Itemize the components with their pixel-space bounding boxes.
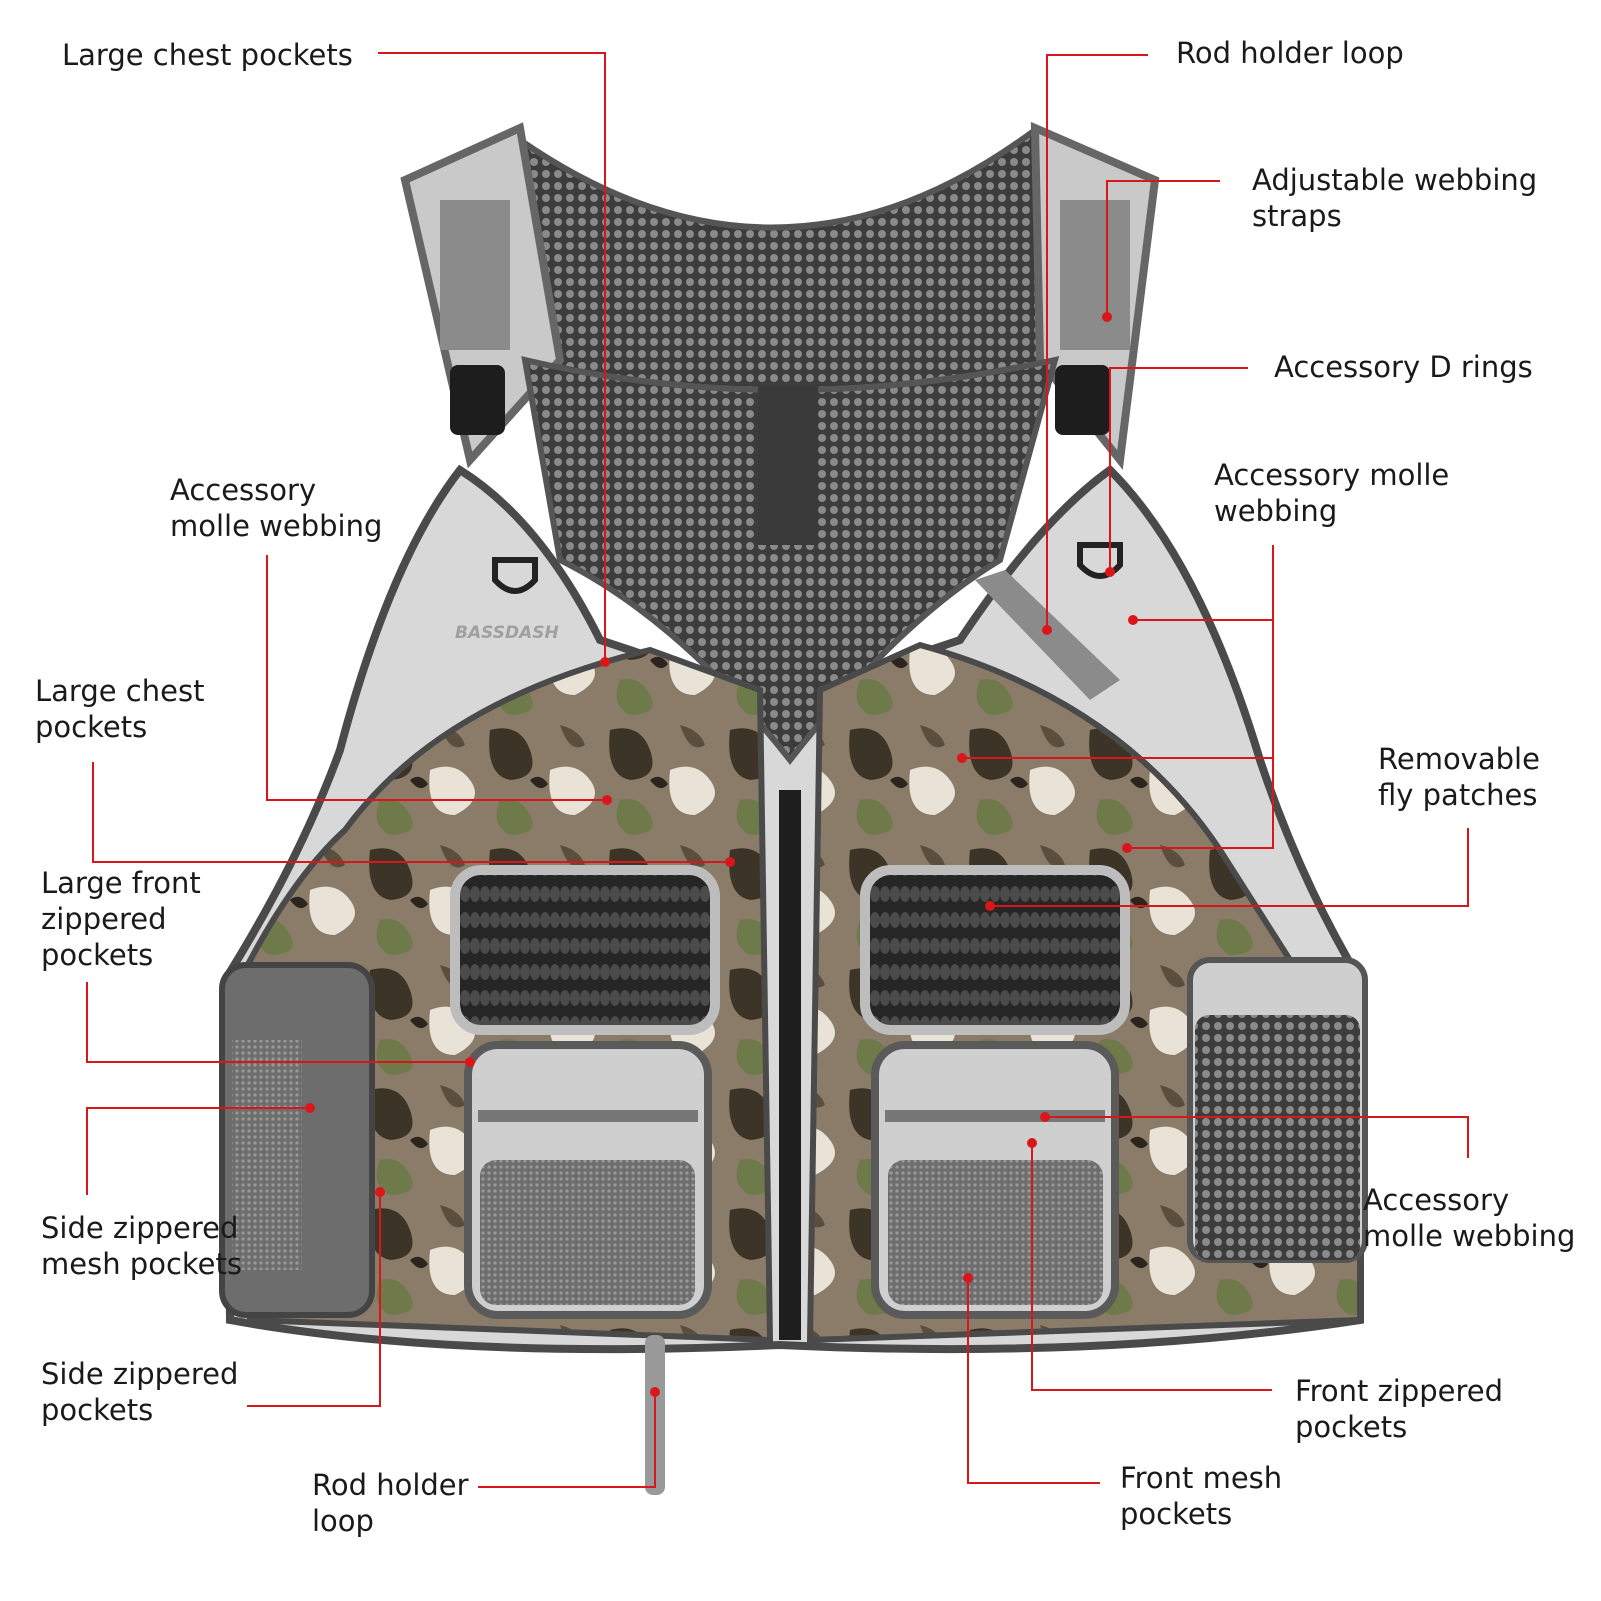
leader-rod-holder-top [1046,54,1148,630]
leader-side-zippered [247,1192,381,1407]
callout-text: molle webbing [1363,1219,1576,1253]
leader-lines [86,52,1469,1488]
callout-text: Removable [1378,742,1540,776]
callout-text: Side zippered [41,1357,239,1391]
leader-front-zippered-large [86,982,470,1063]
leader-webbing-straps [1106,180,1220,317]
right-strap-webbing [1060,200,1130,350]
left-fly-patch [450,865,720,1035]
callout-text: webbing [1214,494,1338,528]
leader-large-chest-top [378,52,606,662]
leader-molle-left [266,555,607,801]
callout-text: Large chest pockets [62,38,353,72]
callout-text: mesh pockets [41,1247,242,1281]
callout-accessory-d-rings: Accessory D rings [1274,349,1533,385]
right-pocket-molle [885,1110,1105,1122]
callout-text: Accessory [1363,1183,1510,1217]
callout-text: Rod holder [312,1468,469,1502]
callout-text: pockets [41,938,154,972]
callout-text: Front zippered [1295,1374,1504,1408]
right-fly-patch [860,865,1130,1035]
left-side-mesh [232,1040,302,1270]
callout-text: Front mesh [1120,1461,1283,1495]
callout-text: Rod holder loop [1176,36,1404,70]
callout-text: Accessory molle [1214,458,1450,492]
leader-molle-right-top [1127,545,1274,849]
callout-large-chest-pockets-top: Large chest pockets [62,37,353,73]
callout-text: molle webbing [170,509,383,543]
front-mesh-panel [521,356,1060,765]
leader-molle-right-bottom [1045,1116,1469,1158]
right-front-mesh-pocket [888,1160,1103,1305]
callout-text: Side zippered [41,1211,239,1245]
callout-text: pockets [35,710,148,744]
left-strap-webbing [440,200,510,350]
callout-text: fly patches [1378,778,1538,812]
callout-text: pockets [1295,1410,1408,1444]
left-d-ring [492,557,538,594]
callout-text: pockets [1120,1497,1233,1531]
callout-text: Large front [41,866,201,900]
right-d-ring [1077,542,1123,579]
callout-text: pockets [41,1393,154,1427]
callout-text: loop [312,1504,374,1538]
rod-holder-loop-strap [975,570,1120,700]
callout-rod-holder-loop-top: Rod holder loop [1176,35,1404,71]
left-front-mesh-pocket [480,1160,695,1305]
right-buckle [1055,365,1110,435]
leader-rod-holder-bottom [478,1392,656,1488]
leader-front-zippered [1031,1143,1272,1391]
callout-dots [305,312,1138,1397]
leader-large-chest-left [92,762,730,863]
callout-text: Adjustable webbing [1252,163,1538,197]
leader-d-rings [1109,367,1248,572]
left-pocket-molle [478,1110,698,1122]
callout-text: Accessory [170,473,317,507]
left-buckle [450,365,505,435]
back-mesh-collar [516,124,1059,393]
brand-logo: BASSDASH [455,623,559,643]
callout-text: zippered [41,902,167,936]
leader-front-mesh [967,1278,1100,1484]
callout-text: Accessory D rings [1274,350,1533,384]
leader-fly-patches [990,828,1469,907]
center-mesh-tab [758,385,818,545]
leader-side-mesh [86,1107,310,1195]
callout-text: Large chest [35,674,205,708]
callout-text: straps [1252,199,1342,233]
right-side-mesh [1195,1015,1360,1260]
